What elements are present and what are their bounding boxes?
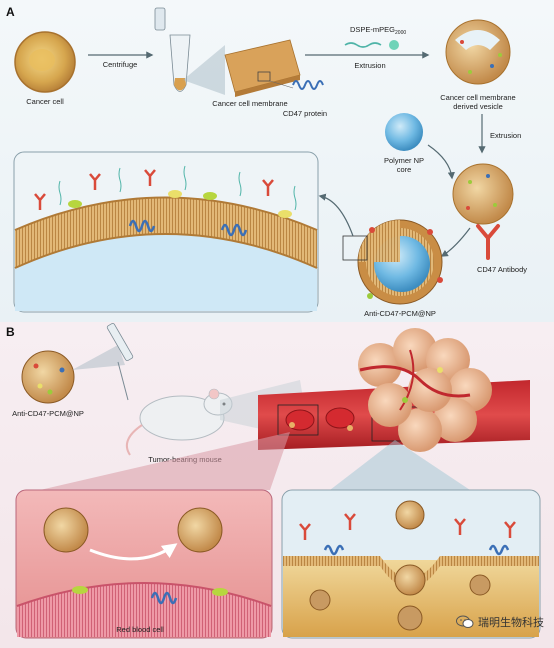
label-rbc: Red blood cell xyxy=(116,625,164,634)
centrifuge-tube-icon xyxy=(154,7,191,92)
label-cd47-antibody: CD47 Antibody xyxy=(477,265,527,274)
zoom-cone-tumor xyxy=(330,440,470,490)
polymer-np-core xyxy=(385,113,423,151)
arrow-polymer-to-np xyxy=(427,144,455,180)
label-vesicle-line1: Cancer cell membrane xyxy=(440,93,515,102)
anti-cd47-pcm-np xyxy=(342,219,443,305)
cancer-cell xyxy=(14,31,76,93)
label-extrusion-top: Extrusion xyxy=(354,61,385,70)
wechat-icon xyxy=(456,615,474,628)
label-cd47-protein: CD47 protein xyxy=(283,109,327,118)
label-membrane: Cancer cell membrane xyxy=(212,99,287,108)
label-polymer-line2: core xyxy=(397,165,412,174)
label-centrifuge: Centrifuge xyxy=(103,60,138,69)
label-anti-np-a: Anti-CD47-PCM@NP xyxy=(364,309,436,318)
label-vesicle-line2: derived vesicle xyxy=(453,102,503,111)
label-extrusion-right: Extrusion xyxy=(490,131,521,140)
zoom-cone-rbc xyxy=(40,432,290,490)
injected-nanoparticle xyxy=(21,350,75,404)
rbc-zoom-panel xyxy=(15,489,273,639)
watermark-text: 瑞明生物科技 xyxy=(478,616,544,629)
syringe-icon xyxy=(106,323,134,401)
cancer-cell-membrane-sheet xyxy=(224,39,301,97)
label-dspe: DSPE-mPEG2000 xyxy=(350,25,406,36)
watermark: 瑞明生物科技 xyxy=(456,614,544,630)
tumor-mass xyxy=(358,328,492,452)
membrane-vesicle xyxy=(445,19,511,85)
cd47-antibody-icon xyxy=(476,224,500,260)
cd47-protein-icon xyxy=(269,80,324,90)
panel-b-letter: B xyxy=(6,325,15,339)
panel-a-letter: A xyxy=(6,5,15,19)
dspe-mpeg-icon xyxy=(344,40,399,50)
tumor-cell-zoom-panel xyxy=(281,489,541,639)
zoom-cone-syringe xyxy=(72,345,125,370)
zoom-cone-membrane xyxy=(183,45,225,95)
label-polymer-line1: Polymer NP xyxy=(384,156,424,165)
arrow-np-to-final xyxy=(440,227,471,257)
zoomed-membrane-panel xyxy=(13,151,319,313)
label-cancer-cell: Cancer cell xyxy=(26,97,64,106)
coated-nanoparticle xyxy=(452,163,514,225)
label-anti-np-b: Anti-CD47-PCM@NP xyxy=(12,409,84,418)
arrow-zoom-membrane xyxy=(318,193,354,237)
